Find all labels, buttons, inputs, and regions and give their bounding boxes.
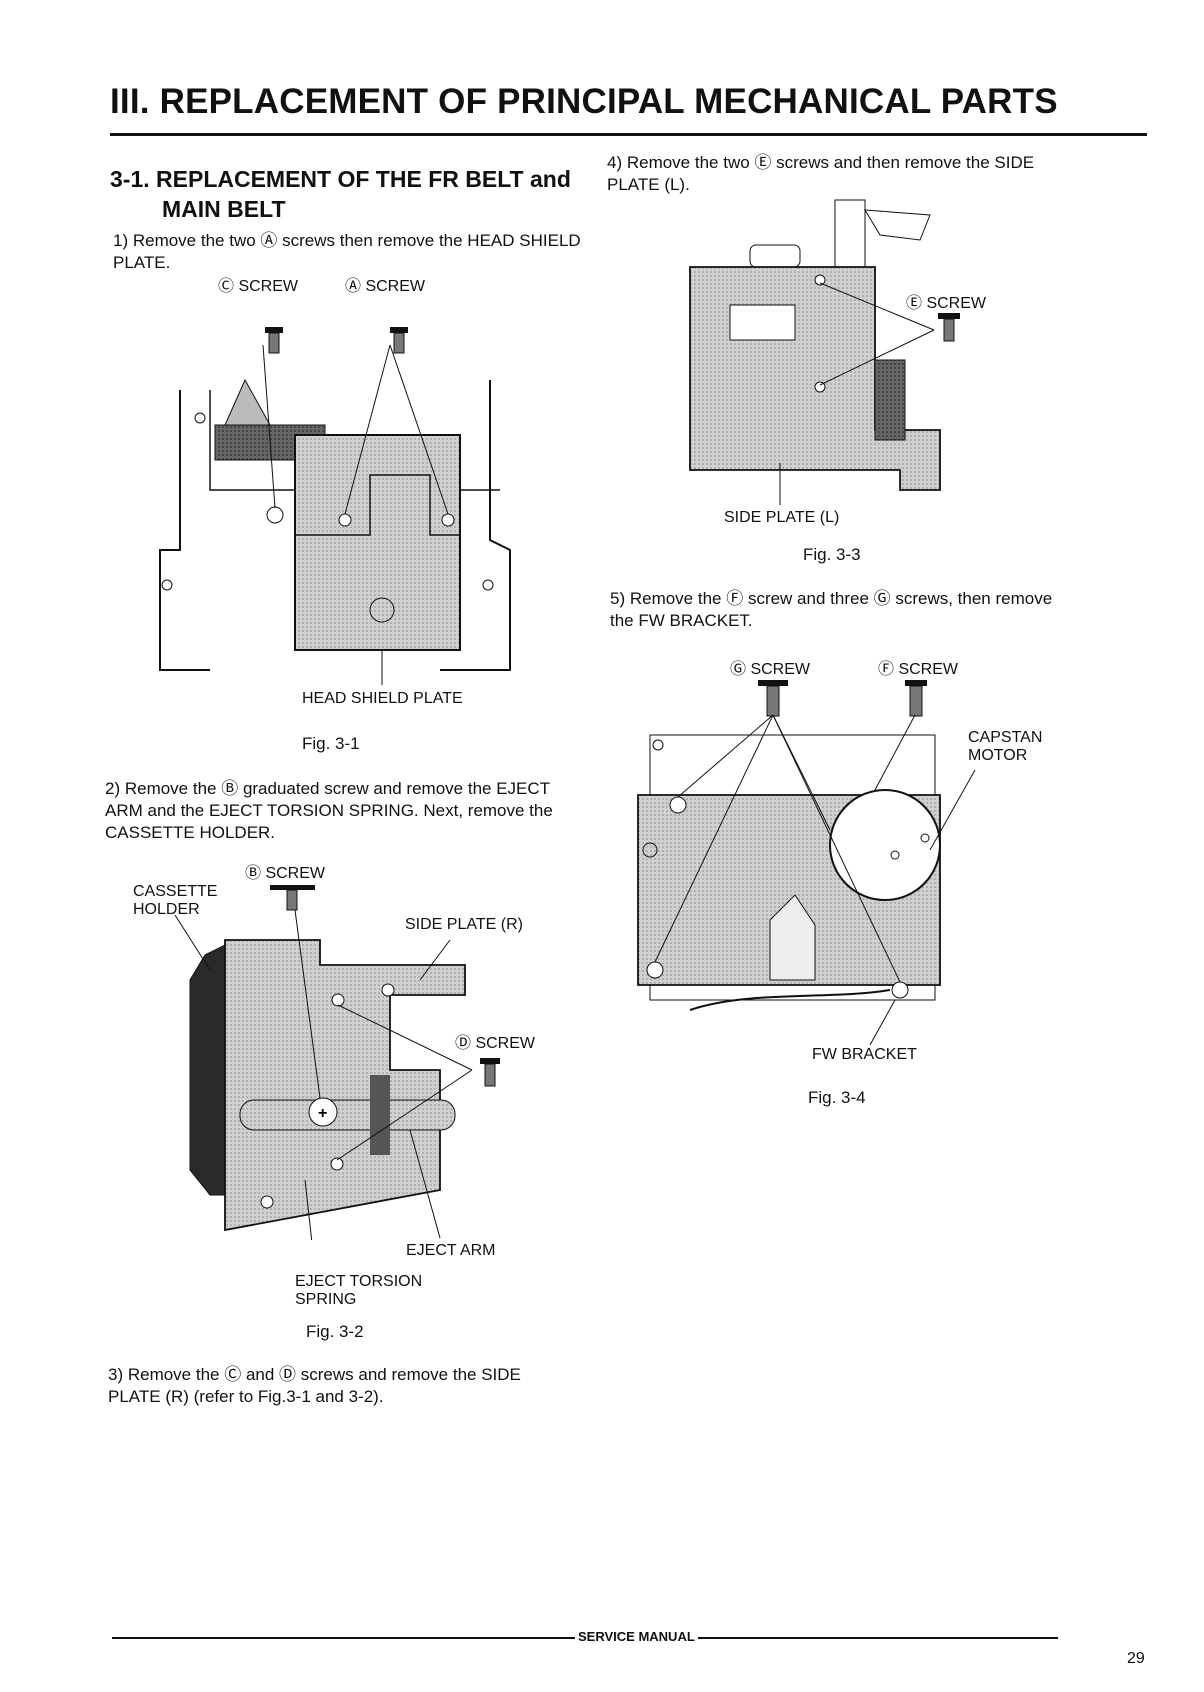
- fig2-spring-label: EJECT TORSION SPRING: [295, 1273, 422, 1309]
- fig4-motor-line1: CAPSTAN: [968, 729, 1043, 746]
- fig2-spring-line1: EJECT TORSION: [295, 1273, 423, 1290]
- page-title: III. REPLACEMENT OF PRINCIPAL MECHANICAL…: [110, 82, 1058, 121]
- fig1-screw-a-label: Ⓐ SCREW: [345, 278, 426, 295]
- screw-a-icon: [390, 327, 408, 354]
- fig3-part-label: SIDE PLATE (L): [724, 509, 840, 526]
- svg-text:+: +: [318, 1105, 327, 1122]
- screw-g-icon: [758, 680, 788, 717]
- section-heading-line1: 3-1. REPLACEMENT OF THE FR BELT and: [110, 166, 571, 192]
- screw-b-icon: [270, 885, 315, 911]
- figure-3-2: +: [174, 885, 500, 1240]
- step-5: 5) Remove the Ⓕ screw and three Ⓖ screws…: [610, 589, 1053, 630]
- fig3-screw-e-label: Ⓔ SCREW: [906, 295, 987, 312]
- fig2-holder-line2: HOLDER: [133, 901, 200, 918]
- figure-3-3: [689, 199, 960, 505]
- fig2-spring-line2: SPRING: [295, 1291, 357, 1308]
- step-2: 2) Remove the Ⓑ graduated screw and remo…: [105, 779, 553, 842]
- fig4-bracket-label: FW BRACKET: [812, 1046, 917, 1063]
- fig1-caption: Fig. 3-1: [302, 734, 360, 753]
- fig2-screw-b-label: Ⓑ SCREW: [245, 865, 326, 882]
- figure-3-4: [637, 680, 976, 1046]
- fig2-holder-line1: CASSETTE: [133, 883, 218, 900]
- title-rule: [110, 133, 1147, 136]
- fig4-screw-f-label: Ⓕ SCREW: [878, 661, 959, 678]
- step-4: 4) Remove the two Ⓔ screws and then remo…: [607, 153, 1035, 194]
- fig4-motor-line2: MOTOR: [968, 747, 1028, 764]
- section-heading: 3-1. REPLACEMENT OF THE FR BELT and MAIN…: [110, 164, 571, 224]
- fig4-caption: Fig. 3-4: [808, 1088, 866, 1107]
- fig2-holder-label: CASSETTE HOLDER: [133, 883, 217, 919]
- screw-e-icon: [938, 313, 960, 342]
- step-1: 1) Remove the two Ⓐ screws then remove t…: [113, 231, 581, 272]
- figure-3-1: [159, 327, 511, 685]
- fig3-caption: Fig. 3-3: [803, 545, 861, 564]
- fig2-screw-d-label: Ⓓ SCREW: [455, 1035, 536, 1052]
- fig1-screw-c-label: Ⓒ SCREW: [218, 278, 299, 295]
- footer-rule-right: [650, 1637, 1058, 1639]
- fig2-eject-arm-label: EJECT ARM: [406, 1242, 496, 1259]
- footer-label: SERVICE MANUAL: [575, 1629, 698, 1644]
- fig1-part-label: HEAD SHIELD PLATE: [302, 690, 463, 707]
- screw-f-icon: [905, 680, 927, 717]
- fig4-screw-g-label: Ⓖ SCREW: [730, 661, 811, 678]
- fig4-motor-label: CAPSTAN MOTOR: [968, 729, 1042, 765]
- footer-rule-left: [112, 1637, 580, 1639]
- section-heading-line2: MAIN BELT: [162, 196, 286, 222]
- screw-c-icon: [265, 327, 283, 354]
- fig2-side-plate-label: SIDE PLATE (R): [405, 916, 523, 933]
- step-3: 3) Remove the Ⓒ and Ⓓ screws and remove …: [108, 1365, 521, 1406]
- screw-d-icon: [480, 1058, 500, 1087]
- fig2-caption: Fig. 3-2: [306, 1322, 364, 1341]
- page-number: 29: [1127, 1650, 1145, 1667]
